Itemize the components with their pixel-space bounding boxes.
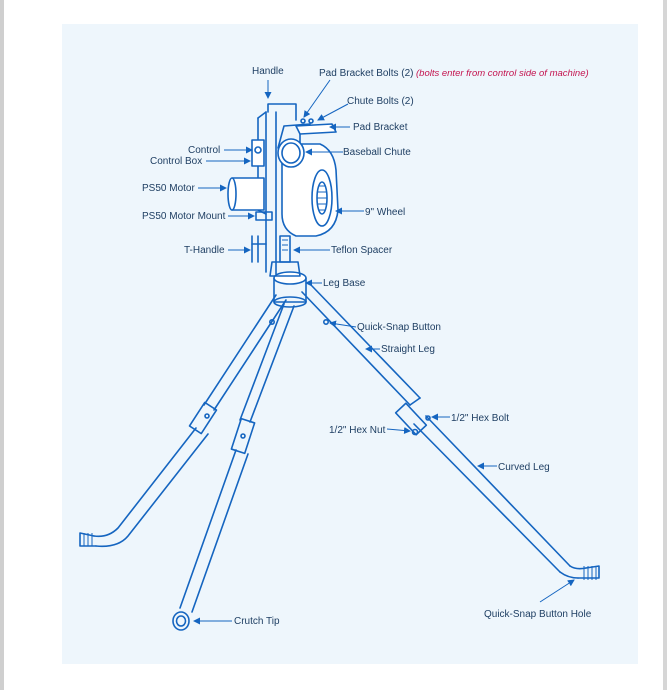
label-t-handle: T-Handle [184,245,225,256]
label-pad-bracket-bolts: Pad Bracket Bolts (2) [319,68,413,79]
label-control: Control [188,145,220,156]
label-curved-leg: Curved Leg [498,462,550,473]
label-pad-bracket: Pad Bracket [353,122,408,133]
label-crutch-tip: Crutch Tip [234,616,280,627]
callout-arrows [193,79,575,625]
diagram-panel [62,24,638,664]
label-ps50-motor: PS50 Motor [142,183,195,194]
label-ps50-motor-mount: PS50 Motor Mount [142,211,226,222]
label-hex-bolt: 1/2" Hex Bolt [451,413,509,424]
front-leg-drawing [172,303,295,631]
label-quick-snap-button-hole: Quick-Snap Button Hole [484,609,592,620]
label-control-box: Control Box [150,156,202,167]
callout-labels: Handle Pad Bracket Bolts (2) (bolts ente… [142,66,592,627]
label-baseball-chute: Baseball Chute [343,147,411,158]
label-quick-snap-button: Quick-Snap Button [357,322,441,333]
label-chute-bolts: Chute Bolts (2) [347,96,414,107]
right-border [663,0,667,690]
straight-leg-drawing [301,285,600,580]
label-handle: Handle [252,66,284,77]
label-hex-nut: 1/2" Hex Nut [329,425,386,436]
leg-base-drawing [273,271,307,308]
curved-leg-left-drawing [79,294,287,548]
label-wheel: 9" Wheel [365,207,405,218]
label-straight-leg: Straight Leg [381,344,435,355]
label-pad-bracket-bolts-note: (bolts enter from control side of machin… [416,68,589,79]
left-border [0,0,4,690]
label-leg-base: Leg Base [323,278,366,289]
machine-head-drawing [227,103,339,277]
label-teflon-spacer: Teflon Spacer [331,245,393,256]
